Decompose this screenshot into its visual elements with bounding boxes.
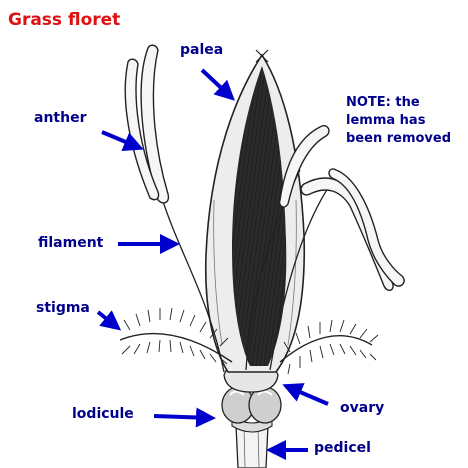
note-text: NOTE: the lemma has been removed xyxy=(346,95,452,146)
arrow-lodicule xyxy=(153,407,216,428)
stigmas xyxy=(119,307,379,375)
label-pedicel: pedicel xyxy=(314,440,371,456)
arrow-anther xyxy=(101,130,144,152)
label-stigma: stigma xyxy=(36,300,90,316)
label-anther: anther xyxy=(34,110,87,126)
arrow-palea xyxy=(200,68,235,101)
lodicule-shapes xyxy=(221,386,282,424)
diagram-title: Grass floret xyxy=(8,10,121,30)
palea-shape xyxy=(204,49,306,373)
anthers xyxy=(124,44,405,292)
label-filament: filament xyxy=(38,235,104,251)
label-palea: palea xyxy=(180,42,224,58)
pedicel-stalk xyxy=(231,414,273,468)
pointer-arrows xyxy=(96,68,329,460)
label-lodicule: lodicule xyxy=(72,406,134,422)
arrow-stigma xyxy=(96,310,122,331)
arrow-ovary xyxy=(282,383,329,406)
label-ovary: ovary xyxy=(340,400,385,416)
